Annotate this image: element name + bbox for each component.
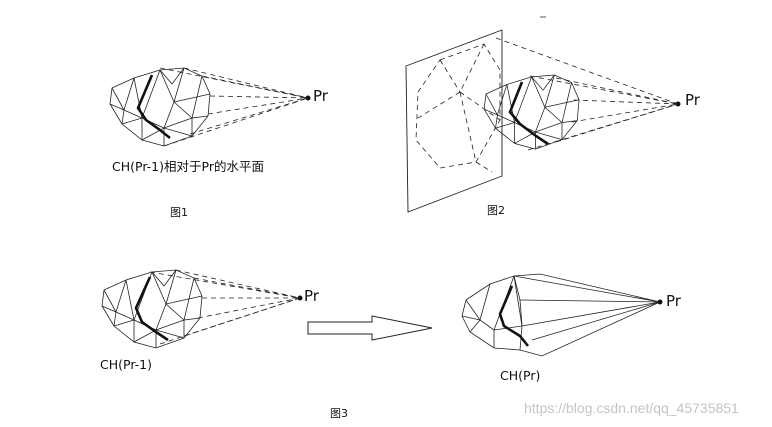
fig3-right-bold-edge xyxy=(498,285,530,347)
fig1-point-pr xyxy=(305,95,311,101)
fig3-right-point-pr xyxy=(657,299,663,305)
fig3-left-polyhedron xyxy=(101,269,203,349)
fig2-pr-label: Pr xyxy=(685,91,700,109)
fig2-plane xyxy=(405,29,503,213)
watermark: https://blog.csdn.net/qq_45735851 xyxy=(524,400,739,416)
fig2-shadow xyxy=(415,43,501,173)
fig3-left-caption: CH(Pr-1) xyxy=(100,357,153,372)
fig2-dashed-cone xyxy=(495,37,679,151)
fig1-pr-label: Pr xyxy=(313,87,328,105)
fig3-group-label: 图3 xyxy=(330,407,348,420)
fig2-point-pr xyxy=(675,101,681,107)
fig1-dashed-cone xyxy=(159,67,309,147)
fig3-left-pr-label: Pr xyxy=(304,287,319,305)
fig3-left-point-pr xyxy=(297,295,303,301)
fig3-right-caption: CH(Pr) xyxy=(500,368,541,383)
transform-arrow xyxy=(307,315,433,341)
fig1-label: 图1 xyxy=(170,206,188,219)
fig3-right-hull xyxy=(461,273,662,357)
fig3-left-dashed-cone xyxy=(149,269,301,345)
fig1-caption-title: CH(Pr-1)相对于Pr的水平面 xyxy=(112,159,264,174)
fig2-label: 图2 xyxy=(487,204,505,217)
fig3-right-pr-label: Pr xyxy=(666,292,681,310)
fig1-polyhedron xyxy=(109,67,211,147)
fig2-polyhedron xyxy=(483,74,580,150)
